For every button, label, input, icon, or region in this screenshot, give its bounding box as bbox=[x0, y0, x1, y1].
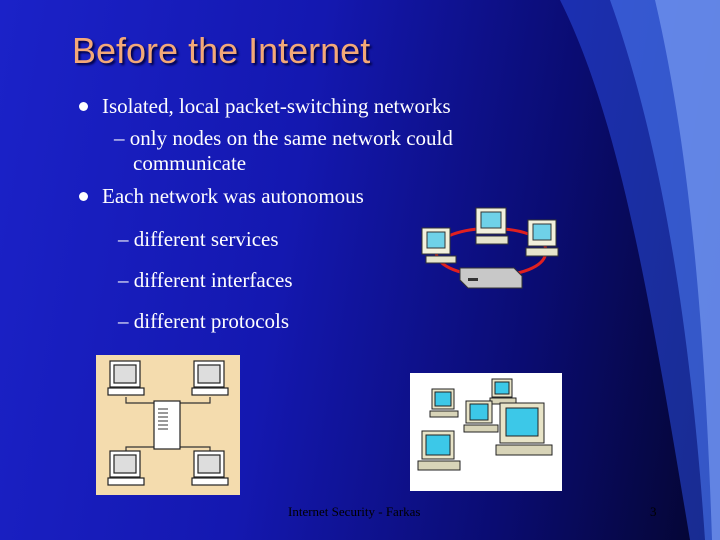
sub-bullet-text: – different interfaces bbox=[118, 268, 293, 292]
slide-title: Before the Internet bbox=[72, 30, 371, 71]
star-network-clipart bbox=[96, 355, 240, 495]
bullet-text: Each network was autonomous bbox=[102, 184, 364, 208]
footer-text: Internet Security - Farkas bbox=[288, 504, 421, 519]
sub-bullet-text: – only nodes on the same network could bbox=[114, 126, 453, 150]
sub-bullet-text: – different services bbox=[118, 227, 279, 251]
bullet-text: Isolated, local packet-switching network… bbox=[102, 94, 451, 118]
bullet-dot bbox=[79, 102, 88, 111]
ring-network-clipart bbox=[421, 207, 559, 289]
page-number: 3 bbox=[650, 504, 657, 519]
computer-group-clipart bbox=[410, 373, 562, 491]
sub-bullet-text-continued: communicate bbox=[133, 151, 247, 175]
bullet-dot bbox=[79, 192, 88, 201]
sub-bullet-text: – different protocols bbox=[118, 309, 290, 333]
